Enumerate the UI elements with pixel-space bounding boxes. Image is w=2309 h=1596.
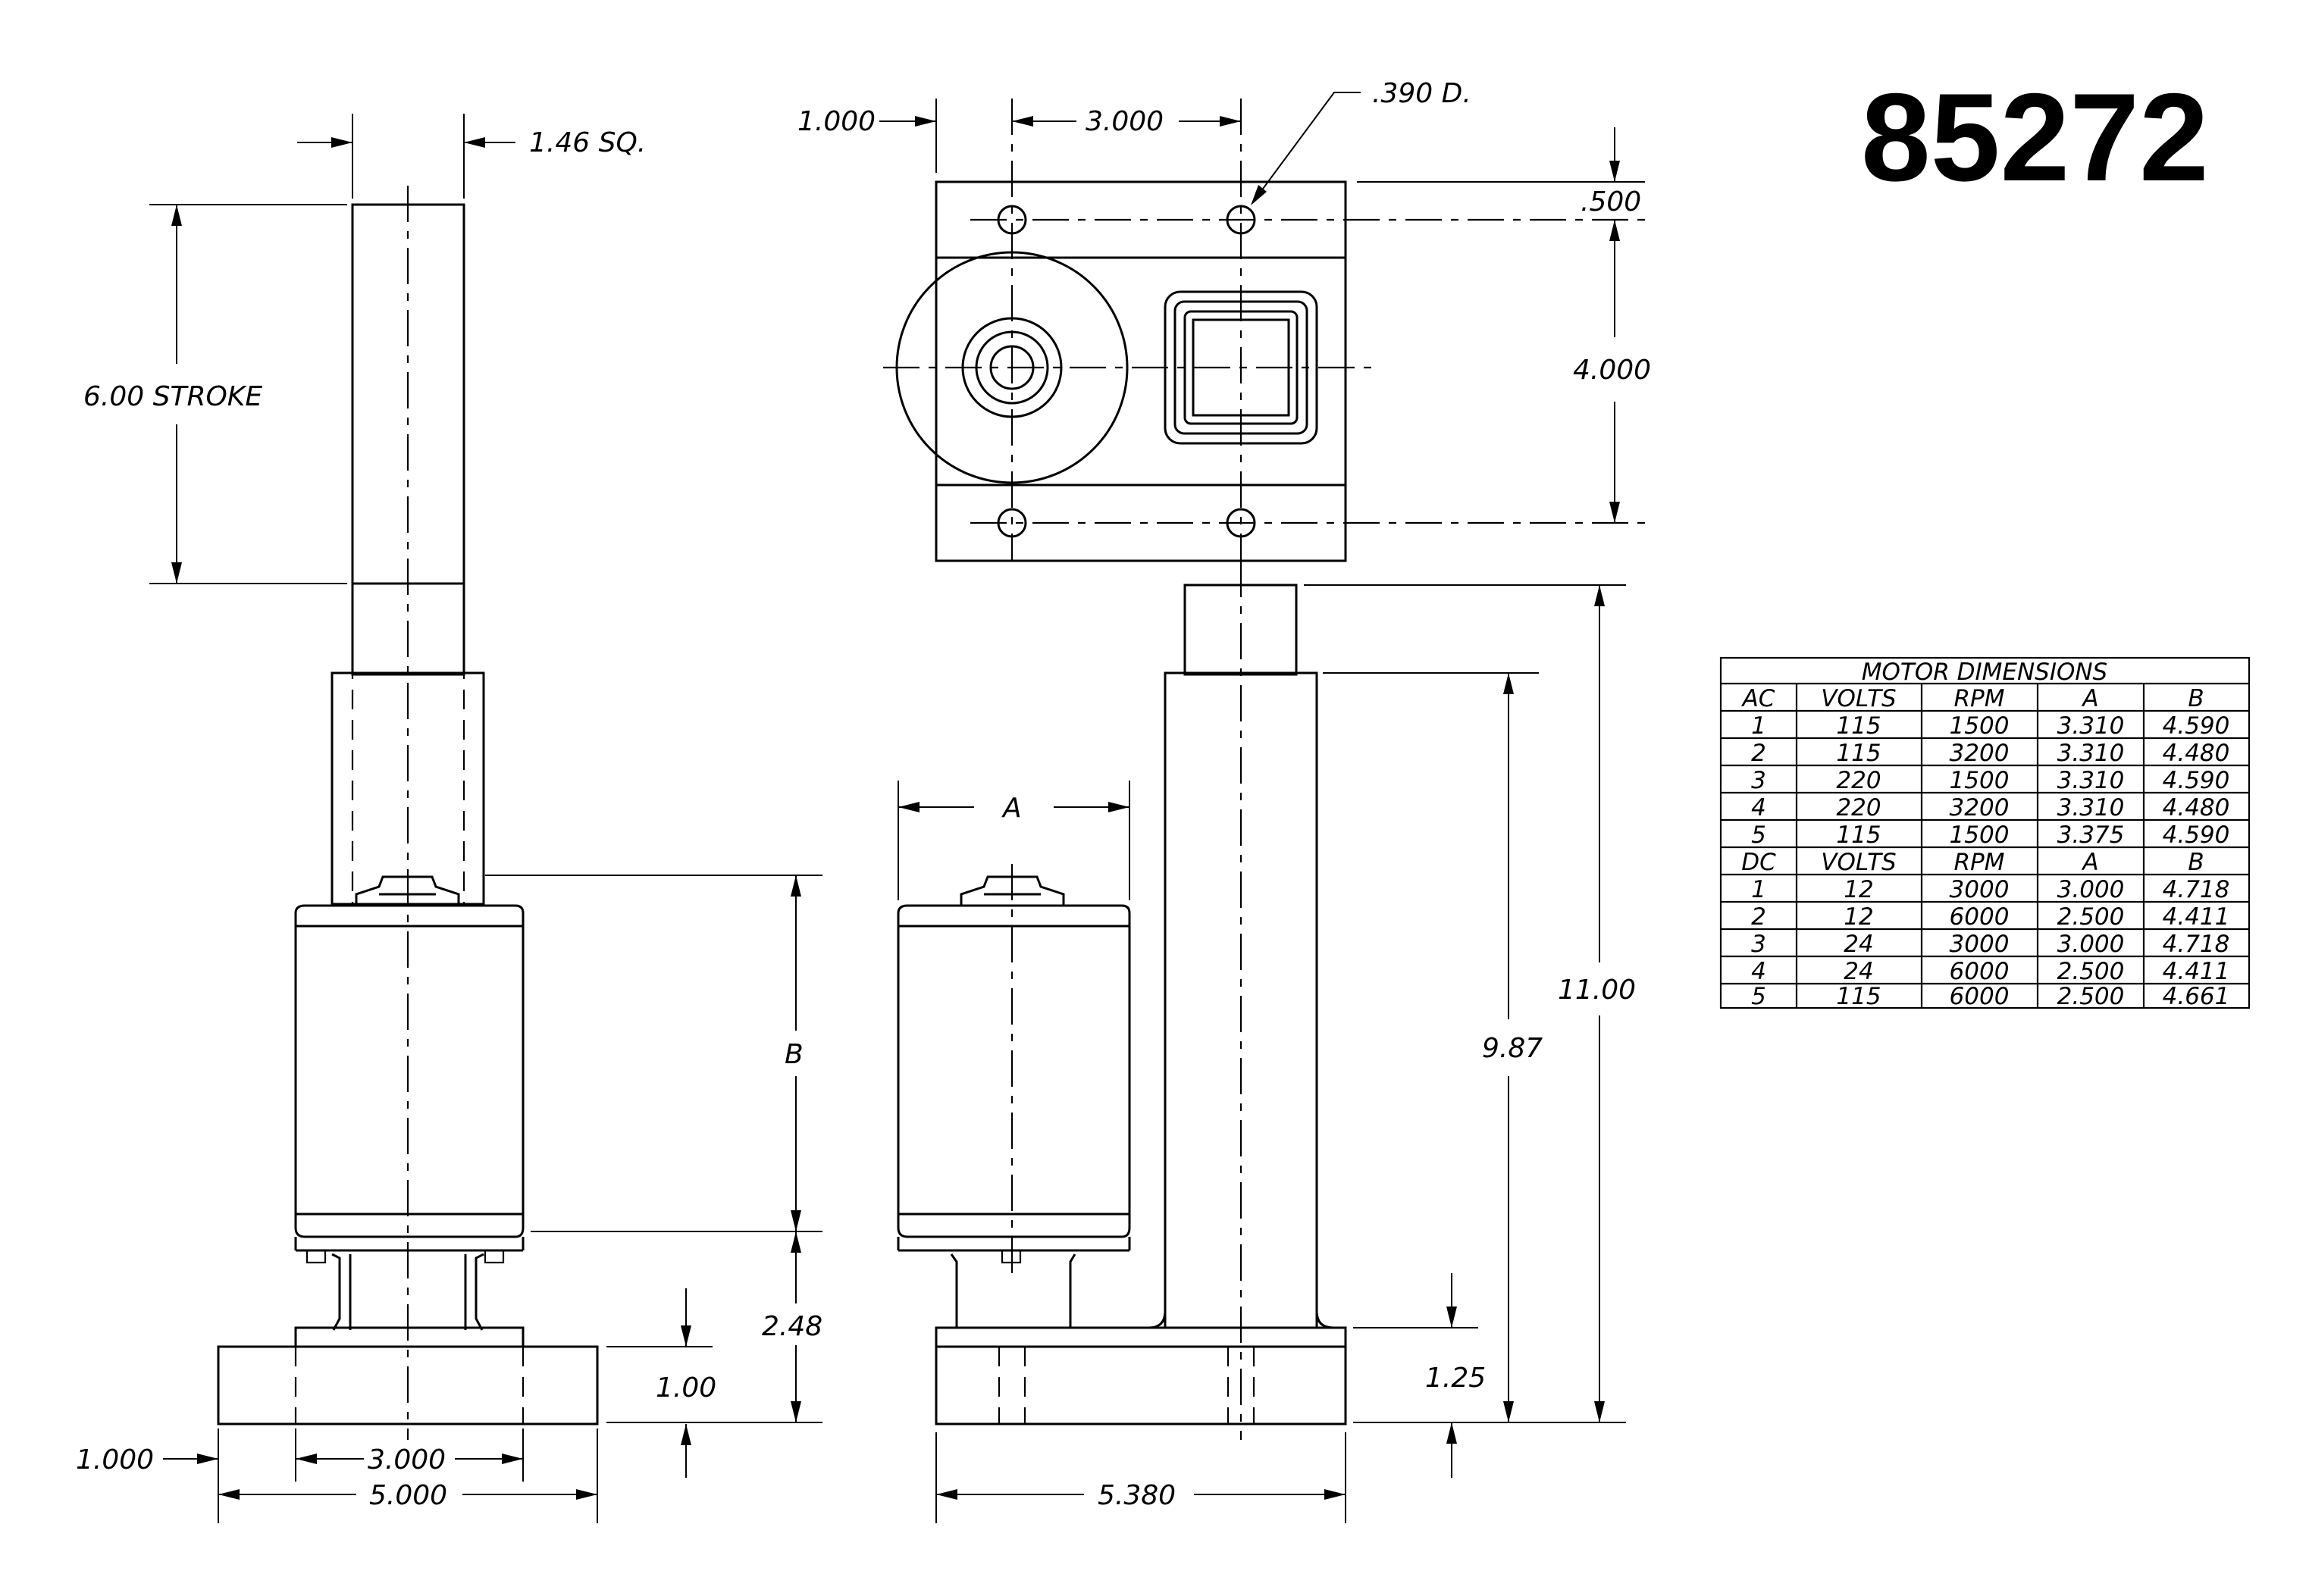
svg-text:12: 12: [1844, 903, 1873, 931]
dim-edge-offset: .500: [1581, 186, 1641, 217]
svg-text:DC: DC: [1741, 849, 1776, 876]
svg-text:115: 115: [1836, 712, 1881, 740]
svg-text:3.375: 3.375: [2057, 821, 2125, 849]
svg-text:4.590: 4.590: [2163, 767, 2230, 794]
svg-text:3.310: 3.310: [2057, 712, 2125, 740]
svg-text:1500: 1500: [1950, 821, 2010, 849]
side-view: [897, 561, 1347, 1440]
table-row: 1 115 1500 3.310 4.590: [1751, 712, 2229, 740]
svg-text:115: 115: [1836, 983, 1881, 1010]
svg-text:2.500: 2.500: [2057, 983, 2125, 1010]
svg-text:3200: 3200: [1950, 794, 2010, 821]
svg-text:A: A: [2081, 685, 2098, 712]
svg-text:RPM: RPM: [1954, 849, 2005, 876]
svg-text:4.718: 4.718: [2163, 931, 2230, 958]
svg-text:RPM: RPM: [1954, 685, 2005, 712]
table-row: 1 12 3000 3.000 4.718: [1751, 876, 2229, 903]
svg-text:4.480: 4.480: [2163, 740, 2230, 767]
dim-top-square: 1.46 SQ.: [529, 127, 646, 158]
dim-side-base-height: 1.25: [1425, 1363, 1486, 1394]
svg-text:3.310: 3.310: [2057, 740, 2125, 767]
svg-text:220: 220: [1836, 767, 1881, 794]
svg-text:3000: 3000: [1950, 876, 2010, 903]
svg-text:115: 115: [1836, 821, 1881, 849]
svg-text:5: 5: [1751, 821, 1766, 849]
table-row: 3 220 1500 3.310 4.590: [1751, 767, 2229, 794]
svg-text:220: 220: [1836, 794, 1881, 821]
svg-text:2: 2: [1751, 903, 1766, 931]
svg-text:6000: 6000: [1950, 958, 2010, 985]
svg-text:3: 3: [1751, 767, 1766, 794]
table-row: 5 115 6000 2.500 4.661: [1751, 983, 2229, 1010]
svg-text:2.500: 2.500: [2057, 903, 2125, 931]
dim-stroke: 6.00 STROKE: [83, 381, 262, 412]
svg-text:24: 24: [1844, 958, 1873, 985]
svg-text:115: 115: [1836, 740, 1881, 767]
dim-top-hole-spacing: 3.000: [1086, 106, 1164, 137]
svg-text:4.411: 4.411: [2163, 903, 2230, 931]
svg-text:4.661: 4.661: [2163, 983, 2230, 1010]
dim-motor-to-base: 2.48: [762, 1311, 822, 1342]
dimension-labels: 1.46 SQ. 6.00 STROKE 1.000 3.000 .390 D.…: [76, 78, 1651, 1511]
svg-text:3.000: 3.000: [2057, 876, 2125, 903]
svg-text:4.590: 4.590: [2163, 712, 2230, 740]
svg-text:4.480: 4.480: [2163, 794, 2230, 821]
svg-text:3.000: 3.000: [2057, 931, 2125, 958]
front-view: [217, 186, 599, 1440]
dim-hole-diameter: .390 D.: [1372, 78, 1471, 109]
dim-base-offset: 1.000: [76, 1444, 154, 1476]
svg-text:4.590: 4.590: [2163, 821, 2230, 849]
dim-hole-vertical: 4.000: [1573, 355, 1651, 386]
dimension-lines: [149, 92, 1645, 1523]
svg-text:12: 12: [1844, 876, 1873, 903]
svg-text:VOLTS: VOLTS: [1821, 849, 1896, 876]
svg-text:4.411: 4.411: [2163, 958, 2230, 985]
dim-top-offset: 1.000: [797, 106, 876, 137]
svg-text:1: 1: [1751, 712, 1766, 740]
table-row: 2 115 3200 3.310 4.480: [1751, 740, 2229, 767]
svg-text:4: 4: [1751, 794, 1766, 821]
dim-base-hole-spacing: 3.000: [368, 1444, 446, 1476]
dim-base-height: 1.00: [656, 1372, 716, 1404]
table-row: 4 220 3200 3.310 4.480: [1751, 794, 2229, 821]
table-row: 4 24 6000 2.500 4.411: [1751, 958, 2229, 985]
part-number: 85272: [1861, 67, 2209, 207]
svg-text:4.718: 4.718: [2163, 876, 2230, 903]
svg-text:1500: 1500: [1950, 712, 2010, 740]
dim-side-base-width: 5.380: [1098, 1480, 1176, 1511]
svg-text:VOLTS: VOLTS: [1821, 685, 1896, 712]
dim-motor-a: A: [1001, 793, 1022, 824]
dim-overall-height: 11.00: [1558, 975, 1636, 1006]
dim-tube-height: 9.87: [1482, 1033, 1543, 1064]
svg-text:3200: 3200: [1950, 740, 2010, 767]
svg-text:A: A: [2081, 849, 2098, 876]
svg-text:2: 2: [1751, 740, 1766, 767]
svg-text:6000: 6000: [1950, 983, 2010, 1010]
motor-dimensions-table: MOTOR DIMENSIONS AC VOLTS RPM A B 1 115 …: [1719, 656, 2251, 1010]
svg-text:24: 24: [1844, 931, 1873, 958]
svg-text:1: 1: [1751, 876, 1766, 903]
svg-text:6000: 6000: [1950, 903, 2010, 931]
svg-text:3.310: 3.310: [2057, 794, 2125, 821]
svg-text:3.310: 3.310: [2057, 767, 2125, 794]
table-ac-header: AC VOLTS RPM A B: [1741, 685, 2204, 712]
table-row: 5 115 1500 3.375 4.590: [1751, 821, 2229, 849]
table-row: 3 24 3000 3.000 4.718: [1751, 931, 2229, 958]
svg-text:1500: 1500: [1950, 767, 2010, 794]
svg-text:2.500: 2.500: [2057, 958, 2125, 985]
svg-text:4: 4: [1751, 958, 1766, 985]
dim-base-width: 5.000: [369, 1480, 447, 1511]
svg-text:5: 5: [1751, 983, 1766, 1010]
top-view: [883, 99, 1645, 562]
svg-text:AC: AC: [1741, 685, 1775, 712]
svg-text:3000: 3000: [1950, 931, 2010, 958]
table-dc-header: DC VOLTS RPM A B: [1741, 849, 2204, 876]
svg-text:B: B: [2188, 685, 2204, 712]
svg-text:B: B: [2188, 849, 2204, 876]
table-row: 2 12 6000 2.500 4.411: [1751, 903, 2229, 931]
svg-text:3: 3: [1751, 931, 1766, 958]
dim-motor-b: B: [785, 1039, 804, 1070]
table-title: MOTOR DIMENSIONS: [1862, 659, 2108, 686]
